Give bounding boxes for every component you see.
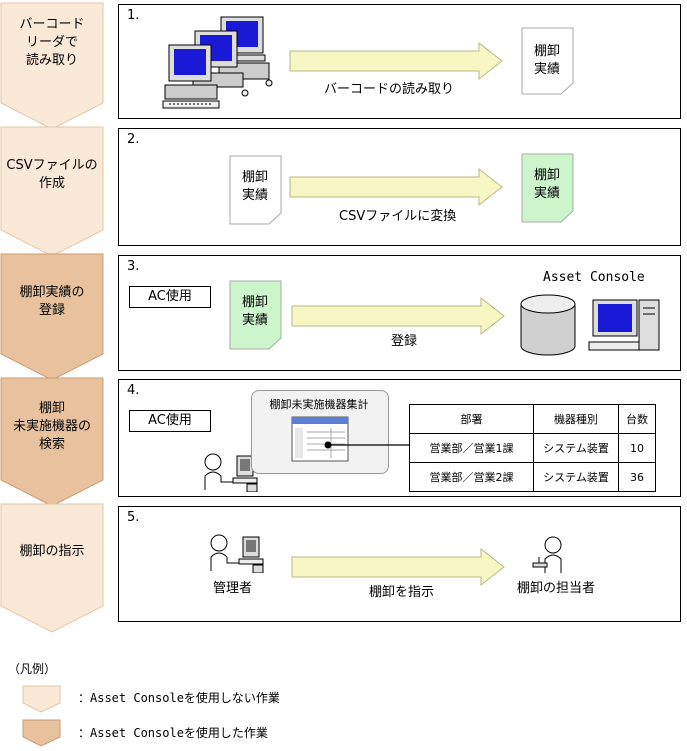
ac-tag: AC使用 [129,286,211,308]
step-2-number: 2. [127,132,140,147]
step-1-chevron [0,2,104,130]
step-chevrons [0,2,104,633]
step-3-chevron [0,253,104,381]
step-1-arrow [289,41,503,81]
step-3-document-icon [229,280,282,350]
step-3-label: 棚卸実績の登録 [19,285,85,318]
step-4-panel: 4. AC使用 棚卸未実施機器集計 部署 機器種別 台数 営業部／営業1課 [118,379,681,497]
step-4-label: 棚卸未実施機器の検索 [12,401,91,452]
manager-label: 管理者 [213,581,253,596]
step-3-panel: 3. AC使用 棚卸実績 登録 Asset Console [118,255,681,371]
step-3-arrow [291,296,505,336]
step-3-document-label: 棚卸実績 [241,295,268,328]
step-1-document-icon [521,27,574,95]
user-at-computer-icon [204,453,258,492]
server-computer-icon [588,299,660,351]
report-window-screenshot [291,416,349,462]
step-2-source-document-icon [229,155,282,225]
computers-icon [162,16,273,109]
step-5-panel: 5. 管理者 棚卸を指示 棚卸の担当者 [118,506,681,622]
step-4-number: 4. [127,383,140,398]
server-label: Asset Console [543,270,645,285]
step-3-number: 3. [127,259,140,274]
database-icon [520,294,576,356]
report-window-title: 棚卸未実施機器集計 [269,398,369,411]
step-5-number: 5. [127,510,140,525]
legend-title: （凡例） [8,662,57,676]
step-2-label: CSVファイルの作成 [6,158,98,191]
manager-icon [210,534,264,573]
step-1-document-label: 棚卸実績 [533,44,560,77]
step-1-panel: 1. バーコードの読み取り 棚卸実績 [118,4,681,119]
legend-manual-text: ：Asset Consoleを使用しない作業 [78,691,280,705]
legend-asset-console-swatch [22,719,61,747]
column-header: 機器種別 [533,404,619,434]
table-cell: 36 [618,462,656,492]
step-2-chevron [0,126,104,257]
step-2-arrow [289,167,503,207]
inventory-staff-label: 棚卸の担当者 [517,581,596,596]
step-2-arrow-label: CSVファイルに変換 [339,209,457,224]
table-cell: システム装置 [533,433,619,463]
column-header: 台数 [618,404,656,434]
csv-document-label: 棚卸実績 [533,168,560,201]
step-2-panel: 2. 棚卸実績 CSVファイルに変換 棚卸実績 [118,128,681,246]
connector-line [324,441,412,449]
table-row: 営業部／営業2課 システム装置 36 [409,462,656,492]
table-cell: 10 [618,433,656,463]
step-5-arrow-label: 棚卸を指示 [369,585,435,600]
step-5-arrow [291,547,505,587]
table-row: 営業部／営業1課 システム装置 10 [409,433,656,463]
table-header-row: 部署 機器種別 台数 [409,404,656,434]
csv-document-icon [521,153,574,223]
step-1-arrow-label: バーコードの読み取り [324,82,455,97]
step-3-arrow-label: 登録 [391,334,418,349]
ac-tag: AC使用 [129,410,211,432]
table-cell: 営業部／営業2課 [409,462,534,492]
table-cell: 営業部／営業1課 [409,433,534,463]
step-1-number: 1. [127,8,140,23]
inventory-staff-icon [532,536,562,573]
step-1-label: バーコードリーダで読み取り [19,17,85,68]
legend-asset-console-text: ：Asset Consoleを使用した作業 [78,726,268,740]
table-cell: システム装置 [533,462,619,492]
step-5-label: 棚卸の指示 [19,544,85,559]
step-2-source-document-label: 棚卸実績 [241,170,268,203]
step-4-chevron [0,377,104,507]
unchecked-equipment-table: 部署 機器種別 台数 営業部／営業1課 システム装置 10 営業部／営業2課 シ… [409,404,656,492]
step-5-chevron [0,503,104,633]
column-header: 部署 [409,404,534,434]
legend-manual-swatch [22,685,61,713]
